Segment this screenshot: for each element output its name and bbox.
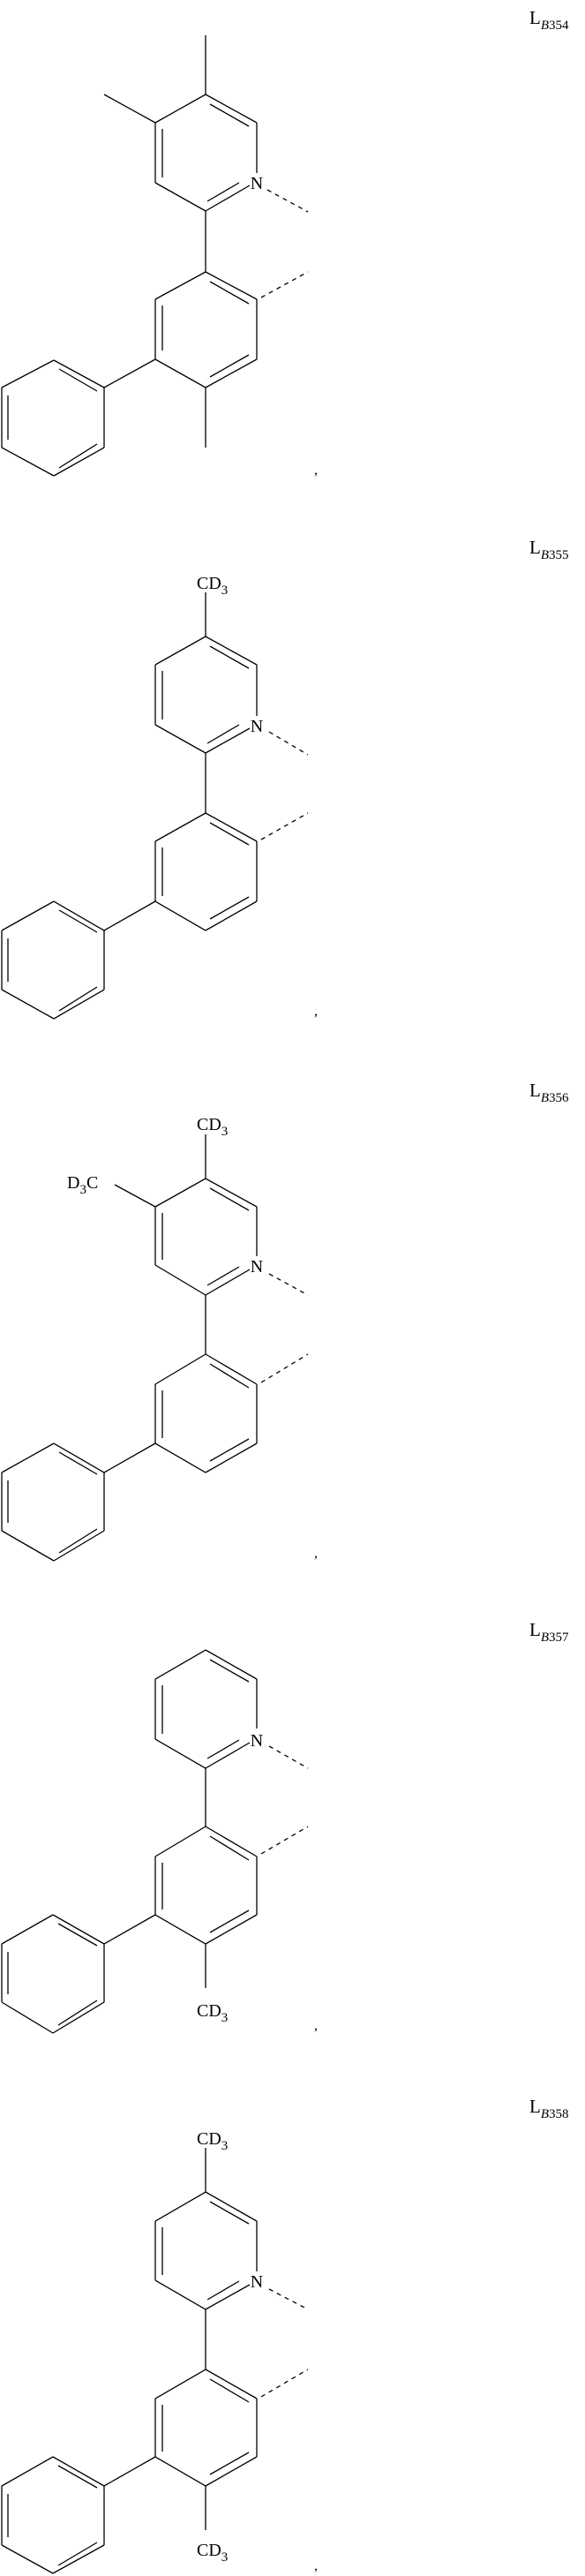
label-sub-letter: B [540, 1631, 549, 1645]
label-subscript: B355 [541, 548, 569, 562]
structure-lb355: N CD3, [1, 574, 318, 1020]
label-sub-letter: B [540, 2107, 549, 2121]
compound-label-lb356: LB356 [529, 1080, 569, 1105]
substituent-label: CD3 [197, 1115, 228, 1139]
label-sub-letter: B [540, 548, 549, 562]
label-main: L [529, 1619, 541, 1640]
substituent-label: CD3 [197, 574, 228, 598]
label-subscript: B356 [541, 1091, 569, 1105]
atom-label-n: N [251, 2272, 263, 2292]
label-main: L [529, 1080, 541, 1101]
compound-label-lb357: LB357 [529, 1619, 569, 1645]
label-sub-number: 354 [549, 19, 569, 33]
atom-label-n: N [251, 1731, 263, 1751]
comma-separator: , [314, 2018, 318, 2033]
label-sub-number: 356 [549, 1091, 569, 1105]
label-sub-letter: B [540, 1091, 549, 1105]
label-sub-number: 358 [549, 2107, 569, 2121]
atom-label-n: N [251, 1257, 263, 1277]
label-subscript: B358 [541, 2107, 569, 2121]
label-subscript: B357 [541, 1631, 569, 1645]
comma-separator: , [314, 1546, 318, 1561]
substituent-label: CD3 [197, 2541, 228, 2565]
compound-label-lb355: LB355 [529, 537, 569, 562]
label-sub-number: 357 [549, 1631, 569, 1645]
structure-lb354: N, [1, 35, 318, 478]
comma-separator: , [314, 463, 318, 478]
substituent-label: CD3 [197, 2001, 228, 2025]
compound-label-lb358: LB358 [529, 2096, 569, 2121]
label-main: L [529, 7, 541, 28]
comma-separator: , [314, 1004, 318, 1019]
compound-label-lb354: LB354 [529, 7, 569, 33]
atom-label-n: N [251, 174, 263, 193]
substituent-label: D3C [67, 1173, 98, 1197]
label-main: L [529, 537, 541, 558]
label-main: L [529, 2096, 541, 2117]
label-subscript: B354 [541, 19, 569, 33]
comma-separator: , [314, 2558, 318, 2573]
structure-lb357: N CD3, [1, 1649, 318, 2034]
label-sub-letter: B [540, 19, 549, 33]
substituent-label: CD3 [197, 2129, 228, 2153]
atom-label-n: N [251, 717, 263, 736]
label-sub-number: 355 [549, 548, 569, 562]
